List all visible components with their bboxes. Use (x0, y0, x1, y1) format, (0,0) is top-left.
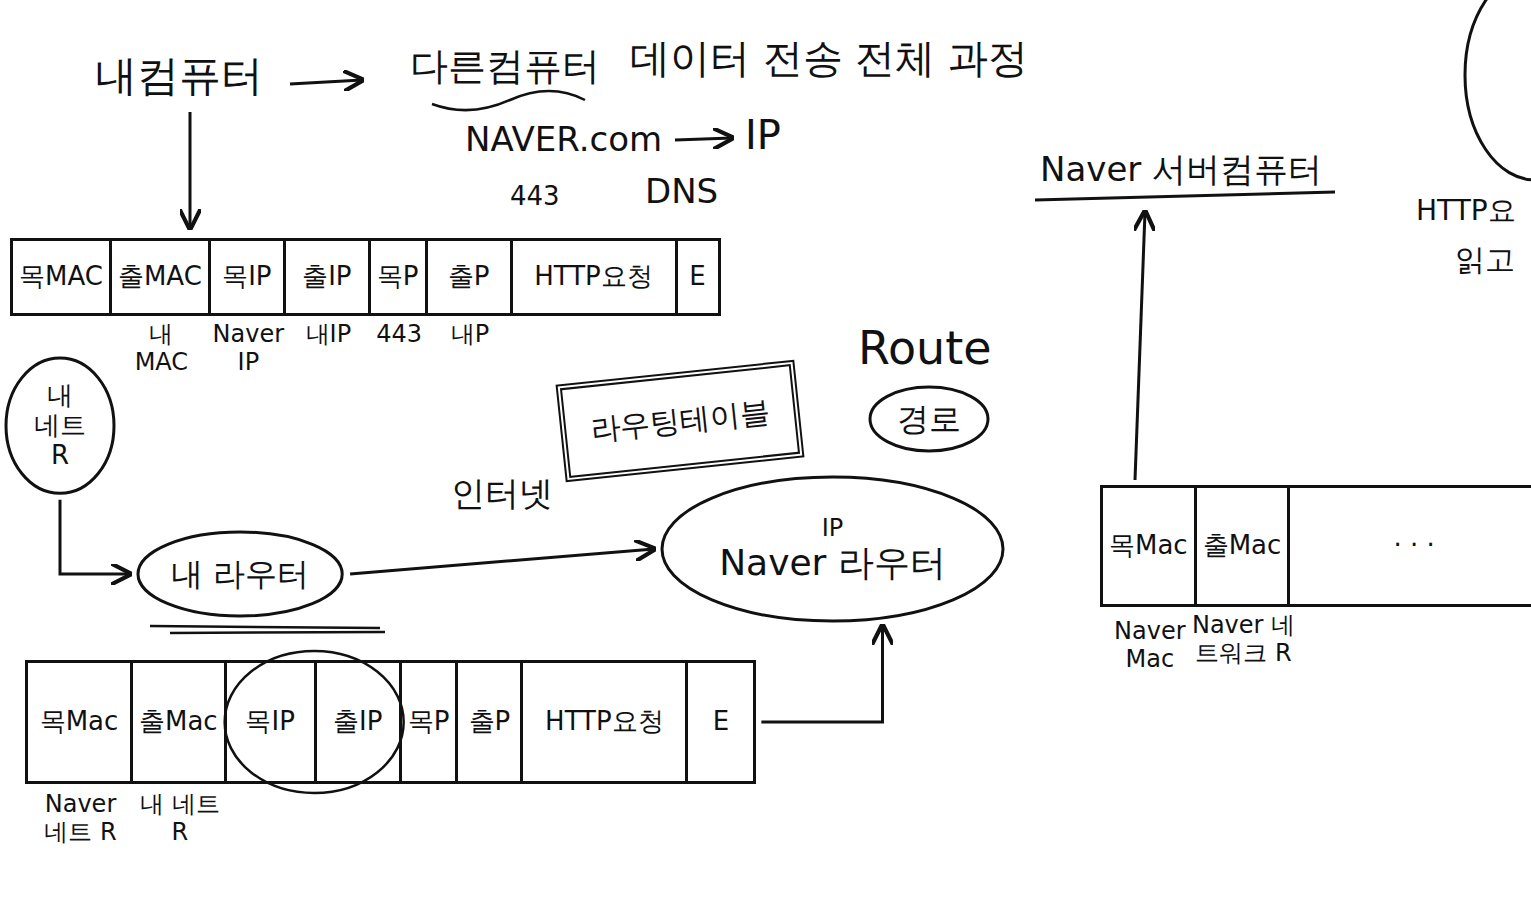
field-text: 목P (377, 262, 419, 292)
note-text: Naver 서버컴퓨터 (1040, 150, 1322, 189)
note-text: IP (745, 112, 781, 158)
highlight-ring (225, 651, 404, 793)
field-text: · · · (1394, 531, 1435, 561)
field-value: 내IP (298, 321, 358, 349)
header-field: 목Mac (1103, 488, 1197, 604)
scribble-underline (150, 626, 380, 628)
field-value: 내 네트 R (135, 791, 225, 846)
connector-arrow (60, 500, 130, 574)
note-text: NAVER.com (465, 120, 662, 159)
field-text: 출Mac (139, 707, 218, 737)
ellipse-outline (138, 532, 342, 616)
header-field: 출Mac (133, 663, 227, 781)
header-field: 목Mac (28, 663, 133, 781)
field-text: 출P (448, 262, 490, 292)
header-field: · · · (1290, 488, 1531, 604)
field-text: 출P (469, 707, 511, 737)
field-value: 443 (371, 321, 427, 349)
field-value: Naver Mac (1105, 618, 1195, 673)
field-text: 출IP (302, 262, 351, 292)
header-field: 목IP (227, 663, 317, 781)
packet-frame: 목Mac 출Mac · · · (1100, 485, 1531, 607)
note-text: 내컴퓨터 (95, 52, 263, 100)
ellipse-node: IPNaver 라우터 (660, 475, 1005, 623)
field-text: 목IP (245, 707, 294, 737)
field-text: 목MAC (19, 262, 103, 292)
down-arrow (189, 112, 192, 228)
field-text: HTTP요청 (545, 707, 664, 737)
header-field: 출IP (317, 663, 402, 781)
ellipse-outline (870, 387, 988, 451)
node-text: IP (822, 515, 844, 543)
connector-arrow (350, 549, 654, 574)
partial-circle (1465, 0, 1531, 180)
header-field: 출Mac (1197, 488, 1291, 604)
header-field: HTTP요청 (523, 663, 688, 781)
field-value: Naver IP (206, 321, 290, 376)
header-field: 목MAC (13, 241, 112, 313)
field-text: 목P (408, 707, 450, 737)
node-text: 내 네트 R (30, 381, 90, 471)
header-field: 목IP (211, 241, 286, 313)
header-field: HTTP요청 (513, 241, 678, 313)
field-text: 목Mac (1109, 531, 1188, 561)
header-field: E (678, 241, 718, 313)
node-text: Naver 라우터 (719, 542, 946, 583)
packet-frame: 목MAC 출MAC 목IP 출IP 목P 출P HTTP요청 E (10, 238, 721, 316)
field-value: 내 MAC (126, 321, 196, 376)
ellipse-outline (6, 358, 114, 493)
scribble-underline (170, 632, 385, 633)
field-value: 내P (442, 321, 498, 349)
header-field: 목P (371, 241, 428, 313)
note-text: Route (858, 322, 992, 375)
field-text: HTTP요청 (534, 262, 653, 292)
note-text: DNS (645, 172, 718, 211)
header-field: 목P (402, 663, 459, 781)
ellipse-node: 경로 (868, 385, 990, 453)
header-field: 출P (458, 663, 523, 781)
table-box: 라우팅테이블 (556, 360, 805, 483)
field-text: E (689, 262, 705, 292)
diagram-title: 데이터 전송 전체 과정 (630, 35, 1028, 81)
field-text: 목IP (222, 262, 271, 292)
field-value: Naver 네트워크 R (1189, 612, 1299, 667)
field-value: Naver 네트 R (31, 791, 131, 846)
wavy-underline (432, 91, 585, 110)
ellipse-node: 내 라우터 (136, 530, 344, 618)
underline (1035, 192, 1335, 200)
field-text: 출MAC (118, 262, 202, 292)
ellipse-outline (662, 477, 1003, 621)
note-text: HTTP요 (1416, 195, 1516, 227)
dns-arrow (675, 138, 732, 140)
field-text: 출IP (333, 707, 382, 737)
note-text: 다른컴퓨터 (410, 45, 600, 89)
up-arrow (1135, 212, 1145, 480)
header-field: 출P (428, 241, 513, 313)
note-text: 읽고 (1455, 243, 1515, 278)
header-field: E (688, 663, 753, 781)
header-field: 출IP (286, 241, 371, 313)
connector-arrow (761, 626, 882, 722)
node-text: 내 라우터 (171, 556, 309, 593)
ellipse-node: 내 네트 R (4, 356, 116, 495)
field-text: 출Mac (1203, 531, 1282, 561)
field-text: 목Mac (40, 707, 119, 737)
field-text: E (713, 707, 729, 737)
node-text: 경로 (897, 401, 961, 438)
packet-frame: 목Mac 출Mac 목IP 출IP 목P 출P HTTP요청 E (25, 660, 756, 784)
flow-arrow (290, 80, 362, 84)
header-field: 출MAC (112, 241, 211, 313)
note-text: 443 (510, 182, 560, 212)
node-text: 라우팅테이블 (589, 394, 772, 447)
edge-label: 인터넷 (451, 474, 553, 513)
